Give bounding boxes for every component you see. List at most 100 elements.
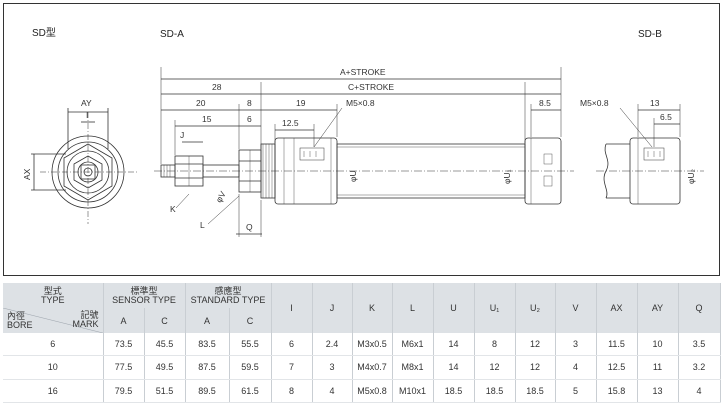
dim-19: 19 [296,98,306,108]
bore-zh: 內徑 [7,311,26,321]
table-cell: 11 [637,355,679,380]
table-cell: 12 [515,333,556,357]
type-header: 型式 TYPE [3,283,104,308]
table-cell: 12.5 [596,355,638,380]
col-header-sensor-a: A [103,308,145,333]
table-cell: 49.5 [144,355,186,380]
col-header-l: L [392,283,434,333]
table-cell: 14 [433,355,475,380]
table-cell: 18.5 [515,379,556,404]
dim-u: φU [348,170,358,182]
col-header-u: U [433,283,475,333]
side-view-sd-b: M5×0.8 13 6.5 φU₂ [580,98,704,205]
table-cell: 3.5 [678,333,721,357]
dim-j: J [180,130,184,140]
col-header-ay: AY [637,283,679,333]
drawing-sd-b-label: SD-B [638,29,662,40]
col-header-q: Q [678,283,721,333]
table-cell: M10x1 [392,379,434,404]
sensor-en: SENSOR TYPE [112,294,176,305]
dim-q: Q [246,222,253,232]
dim-ax: AX [22,168,32,180]
table-cell: M3x0.5 [352,333,393,357]
bore-en: BORE [7,320,33,330]
dim-l: L [200,220,205,230]
dim-m5-b: M5×0.8 [580,98,609,108]
table-cell: 13 [637,379,679,404]
dim-u1: φU₁ [502,169,512,184]
col-header-standard-a: A [185,308,230,333]
table-cell: 83.5 [185,333,230,357]
table-cell: 4 [678,379,721,404]
type-zh: 型式 [43,285,62,296]
table-cell: M5x0.8 [352,379,393,404]
table-cell: 4 [555,355,597,380]
standard-zh: 感應型 [214,285,242,296]
dim-8-5: 8.5 [539,98,551,108]
drawing-type-label: SD型 [32,26,56,39]
table-cell: M4x0.7 [352,355,393,380]
table-cell: 8 [271,379,313,404]
col-header-k: K [352,283,393,333]
sensor-type-header: 標準型 SENSOR TYPE [103,283,186,308]
front-view: AY I AX [22,98,138,224]
table-cell: 4 [312,379,353,404]
technical-drawing: SD型 SD-A SD-B AY I AX [3,3,720,276]
dim-6: 6 [247,114,252,124]
sensor-zh: 標準型 [130,285,158,296]
dim-15: 15 [202,114,212,124]
table-cell: 8 [474,333,516,357]
dim-k: K [170,204,176,214]
col-header-u1: U₁ [474,283,516,333]
table-cell: 15.8 [596,379,638,404]
table-cell: 73.5 [103,333,145,357]
table-cell: 12 [474,355,516,380]
dim-i: I [86,110,88,120]
table-cell: 11.5 [596,333,638,357]
col-header-j: J [312,283,353,333]
table-cell: 55.5 [229,333,272,357]
mark-zh: 記號 [80,310,99,320]
table-cell: 18.5 [433,379,475,404]
col-header-sensor-c: C [144,308,186,333]
table-cell: 87.5 [185,355,230,380]
table-cell: 6 [271,333,313,357]
spec-table: 型式 TYPE 標準型 SENSOR TYPE 感應型 STANDARD TYP… [3,283,721,404]
table-cell: 51.5 [144,379,186,404]
table-cell: 14 [433,333,475,357]
table-cell: 59.5 [229,355,272,380]
bore-cell: 10 [3,355,104,380]
mark-en: MARK [72,319,99,329]
table-cell: 3 [555,333,597,357]
table-cell: 77.5 [103,355,145,380]
table-cell: 12 [515,355,556,380]
dim-6-5: 6.5 [660,112,672,122]
standard-en: STANDARD TYPE [190,294,266,305]
dim-v: φV [214,189,228,204]
table-cell: 45.5 [144,333,186,357]
type-en: TYPE [40,294,65,305]
table-cell: 89.5 [185,379,230,404]
standard-type-header: 感應型 STANDARD TYPE [185,283,272,308]
table-cell: 3.2 [678,355,721,380]
dim-ay: AY [81,98,92,108]
dim-13: 13 [650,98,660,108]
col-header-i: I [271,283,313,333]
side-view-sd-a: A+STROKE C+STROKE 28 20 8 19 M5×0.8 15 6… [154,67,574,237]
table-cell: 5 [555,379,597,404]
bore-cell: 16 [3,379,104,404]
col-header-ax: AX [596,283,638,333]
table-cell: 79.5 [103,379,145,404]
col-header-v: V [555,283,597,333]
col-header-u2: U₂ [515,283,556,333]
dim-28: 28 [212,82,222,92]
bore-cell: 6 [3,333,104,357]
dim-12-5: 12.5 [282,118,299,128]
table-cell: M8x1 [392,355,434,380]
dim-8: 8 [247,98,252,108]
